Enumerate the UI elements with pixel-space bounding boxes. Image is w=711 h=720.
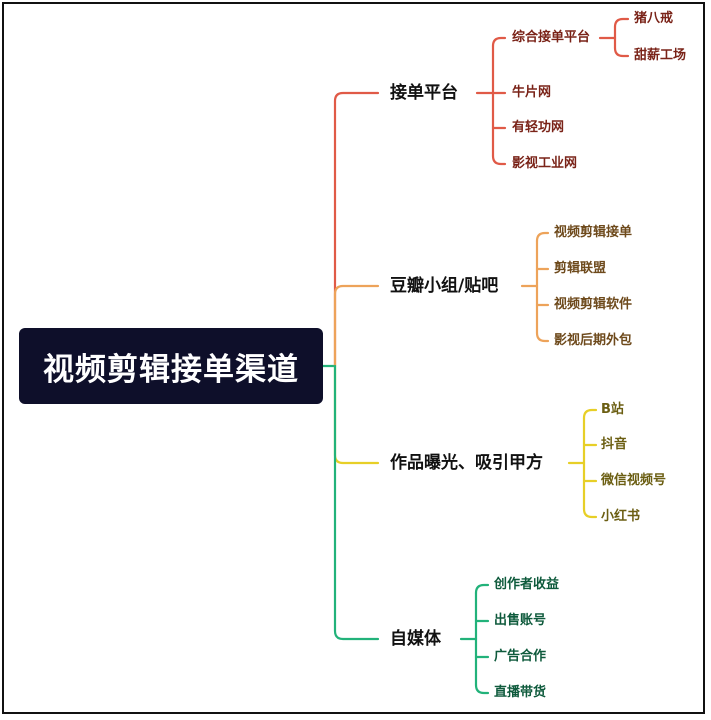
leaf-label: 剪辑联盟	[554, 261, 607, 276]
leaf-node[interactable]: 甜薪工场	[634, 48, 686, 64]
leaf-node[interactable]: 抖音	[601, 437, 627, 453]
branch-node-exposure[interactable]: 作品曝光、吸引甲方	[390, 453, 543, 473]
root-to-branch-1	[333, 284, 380, 368]
leaf-label: 创作者收益	[494, 577, 560, 592]
branch-0-sub-leaf	[613, 17, 630, 29]
leaf-label: 猪八戒	[634, 11, 674, 26]
leaf-node[interactable]: 综合接单平台	[512, 30, 590, 46]
branch-node-self-media[interactable]: 自媒体	[390, 629, 441, 649]
root-node[interactable]: 视频剪辑接单渠道	[19, 328, 323, 404]
leaf-node[interactable]: 影视后期外包	[554, 333, 632, 349]
root-to-branch-3	[333, 364, 380, 641]
branch-node-order-platforms[interactable]: 接单平台	[390, 83, 458, 103]
leaf-label: 小红书	[601, 509, 641, 524]
outer-frame	[2, 2, 705, 714]
leaf-node[interactable]: 猪八戒	[634, 11, 673, 27]
branch-label: 豆瓣小组/贴吧	[390, 276, 499, 296]
leaf-node[interactable]: 出售账号	[494, 613, 546, 629]
branch-label: 作品曝光、吸引甲方	[390, 453, 543, 473]
leaf-label: 出售账号	[494, 613, 547, 628]
leaf-node[interactable]: 视频剪辑软件	[554, 297, 632, 313]
leaf-node[interactable]: 影视工业网	[512, 156, 577, 172]
branch-3-leaf	[474, 583, 490, 595]
branch-node-douban-tieba[interactable]: 豆瓣小组/贴吧	[390, 276, 498, 296]
leaf-node[interactable]: B站	[601, 402, 624, 418]
leaf-label: 直播带货	[494, 685, 547, 700]
leaf-label: 视频剪辑接单	[554, 225, 633, 240]
root-to-branch-2	[333, 364, 380, 465]
branch-1-leaf	[535, 231, 550, 243]
leaf-label: 牛片网	[512, 85, 552, 100]
branch-2-leaf	[582, 507, 598, 519]
branch-0-leaf	[491, 36, 507, 48]
leaf-node[interactable]: 剪辑联盟	[554, 261, 606, 277]
leaf-label: B站	[601, 402, 624, 417]
leaf-node[interactable]: 直播带货	[494, 685, 546, 701]
root-label: 视频剪辑接单渠道	[43, 351, 299, 388]
leaf-node[interactable]: 视频剪辑接单	[554, 225, 632, 241]
leaf-label: 视频剪辑软件	[554, 297, 633, 312]
leaf-label: 甜薪工场	[634, 48, 687, 63]
branch-label: 自媒体	[390, 629, 441, 649]
branch-1-leaf	[535, 331, 550, 343]
leaf-label: 影视后期外包	[554, 333, 633, 348]
leaf-node[interactable]: 微信视频号	[601, 473, 666, 489]
leaf-label: 抖音	[601, 437, 628, 452]
branch-0-leaf	[491, 154, 507, 166]
leaf-label: 广告合作	[494, 649, 547, 664]
leaf-node[interactable]: 有轻功网	[512, 120, 564, 136]
leaf-label: 综合接单平台	[512, 30, 591, 45]
branch-3-leaf	[474, 683, 490, 695]
root-to-branch-0	[333, 91, 380, 368]
leaf-node[interactable]: 牛片网	[512, 85, 551, 101]
branch-2-leaf	[582, 408, 598, 420]
leaf-label: 影视工业网	[512, 156, 578, 171]
leaf-node[interactable]: 小红书	[601, 509, 640, 525]
branch-label: 接单平台	[390, 83, 458, 103]
branch-0-sub-leaf	[613, 46, 630, 58]
leaf-node[interactable]: 创作者收益	[494, 577, 559, 593]
leaf-label: 有轻功网	[512, 120, 565, 135]
leaf-label: 微信视频号	[601, 473, 667, 488]
leaf-node[interactable]: 广告合作	[494, 649, 546, 665]
